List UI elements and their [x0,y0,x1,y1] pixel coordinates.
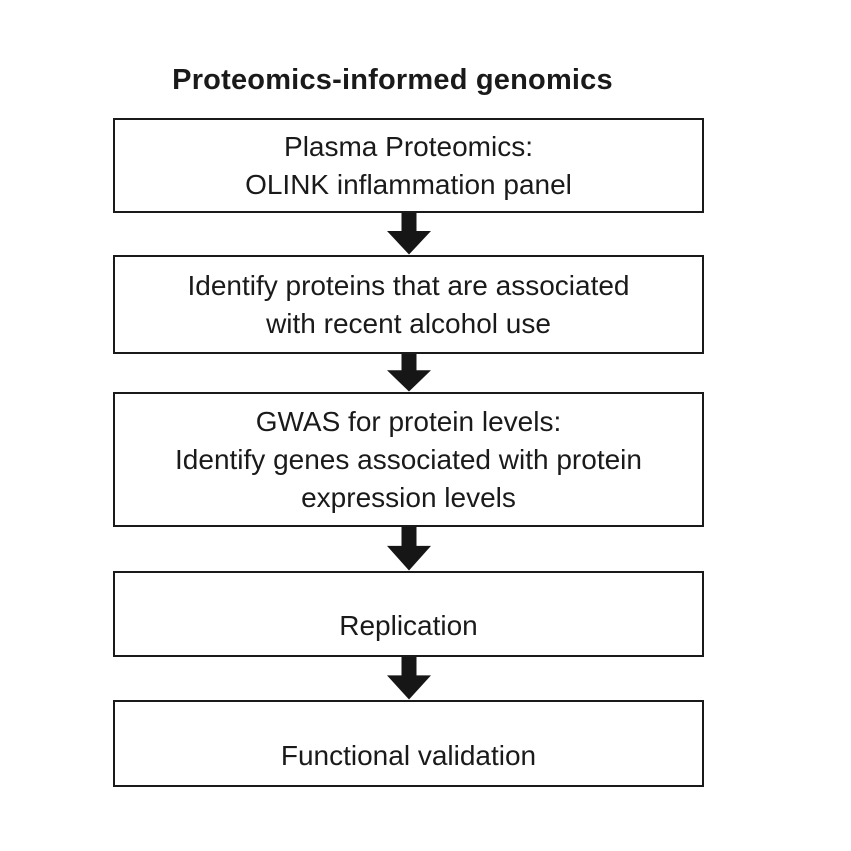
flow-step-gwas-protein-levels: GWAS for protein levels: Identify genes … [113,392,704,527]
step-text-line: with recent alcohol use [266,307,551,339]
step-text-line: Identify genes associated with protein [175,443,642,475]
flow-connector [113,354,704,392]
step-text-line: expression levels [301,481,516,513]
flow-connector [113,527,704,571]
figure-title: Proteomics-informed genomics [172,64,613,96]
flow-step-replication: Replication [113,571,704,657]
flowchart: Proteomics-informed genomics Plasma Prot… [113,62,704,787]
down-arrow-icon [386,527,431,571]
down-arrow-icon [386,354,431,392]
step-text-line: OLINK inflammation panel [245,168,572,200]
step-text-line: GWAS for protein levels: [255,405,562,437]
flow-connector [113,213,704,255]
step-text-line: Identify proteins that are associated [187,269,630,301]
step-text-line: Plasma Proteomics: [284,130,533,162]
step-text-line: Functional validation [280,739,537,771]
flow-step-functional-validation: Functional validation [113,700,704,787]
flow-step-identify-proteins: Identify proteins that are associated wi… [113,255,704,354]
down-arrow-icon [386,213,431,255]
flow-connector [113,657,704,700]
step-text-line: Replication [339,610,478,641]
flow-step-plasma-proteomics: Plasma Proteomics: OLINK inflammation pa… [113,118,704,213]
down-arrow-icon [386,657,431,700]
